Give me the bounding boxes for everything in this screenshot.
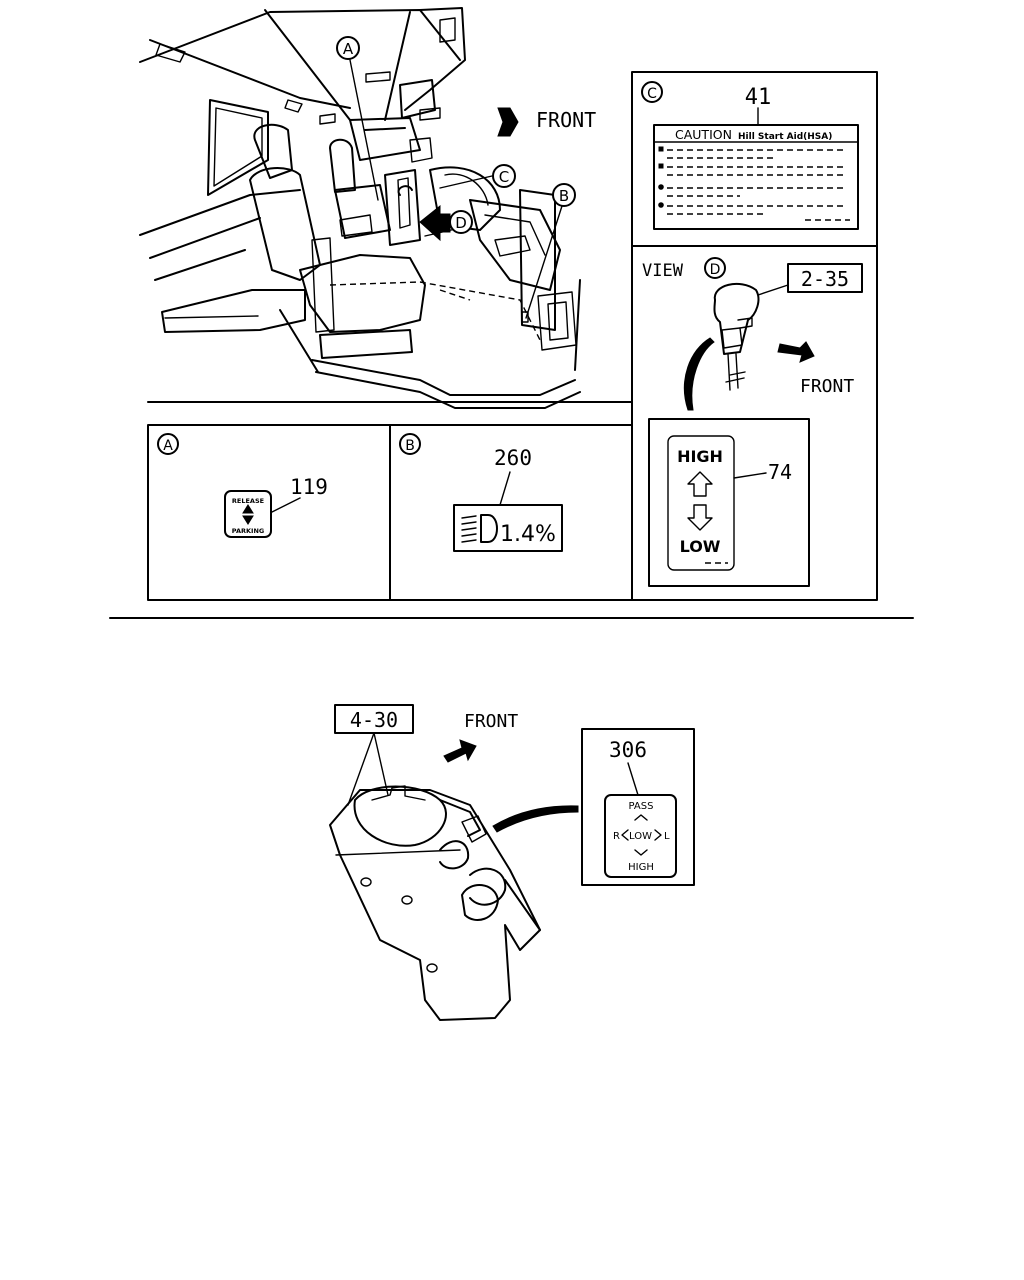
front-arrow-view-d-icon	[777, 341, 815, 363]
caution-title: CAUTION	[675, 127, 732, 142]
part-number-74: 74	[768, 460, 792, 484]
dimmer-l-text: L	[664, 831, 670, 842]
down-arrow-icon	[687, 504, 713, 531]
chevron-down-icon	[634, 849, 648, 856]
callout-c-illustration: C	[492, 164, 516, 188]
svg-text:A: A	[343, 40, 354, 58]
curved-arrow-icon	[684, 337, 715, 411]
dimmer-switch-label: PASS R LOW L HIGH	[604, 794, 677, 878]
up-down-arrow-icon	[242, 504, 254, 525]
svg-text:B: B	[405, 438, 415, 454]
view-d-label: VIEW	[642, 261, 684, 281]
parking-text: PARKING	[232, 527, 264, 535]
chevron-right-icon	[654, 829, 662, 841]
panel-b-callout: B	[399, 433, 421, 455]
panel-a-callout: A	[157, 433, 179, 455]
curved-leader-icon	[492, 805, 579, 833]
shift-knob-drawing	[713, 282, 760, 391]
panel-b-frame	[389, 424, 633, 601]
low-text: LOW	[680, 537, 721, 556]
parking-brake-label: RELEASE PARKING	[224, 490, 272, 538]
chevron-up-icon	[634, 814, 648, 821]
dimmer-r-text: R	[613, 831, 620, 842]
callout-d-illustration: D	[449, 210, 473, 234]
combination-switch-drawing	[329, 785, 541, 1021]
part-number-41: 41	[745, 85, 772, 110]
front-arrow-icon	[497, 107, 519, 137]
pass-text: PASS	[629, 801, 654, 812]
svg-text:C: C	[647, 86, 657, 102]
high-text-dimmer: HIGH	[628, 862, 654, 873]
svg-text:D: D	[455, 214, 467, 232]
svg-text:B: B	[559, 187, 569, 205]
svg-text:C: C	[499, 168, 509, 186]
part-box-2-35	[787, 263, 863, 293]
dimmer-label-frame	[581, 728, 695, 886]
headlight-value: 1.4%	[500, 522, 556, 547]
release-text: RELEASE	[232, 497, 264, 505]
part-number-119: 119	[290, 475, 328, 499]
front-label-bottom: FRONT	[464, 711, 518, 732]
high-low-label-frame	[648, 418, 810, 587]
panel-c-frame	[631, 71, 878, 601]
headlight-leveling-label: 1.4%	[453, 504, 563, 552]
high-low-label: HIGH LOW	[667, 435, 735, 571]
callout-a-illustration: A	[336, 36, 360, 60]
cab-interior-illustration	[139, 7, 581, 409]
svg-text:D: D	[710, 262, 721, 278]
part-number-260: 260	[494, 446, 532, 470]
part-number-306: 306	[609, 738, 647, 762]
front-arrow-bottom-icon	[443, 739, 477, 763]
dimmer-low-text: LOW	[629, 831, 652, 842]
part-number-4-30: 4-30	[350, 708, 398, 732]
svg-text:A: A	[163, 438, 173, 454]
up-arrow-icon	[687, 471, 713, 497]
panel-a-frame	[147, 424, 391, 601]
callout-b-illustration: B	[552, 183, 576, 207]
headlight-icon	[461, 514, 498, 543]
high-text: HIGH	[677, 447, 723, 466]
caution-label: CAUTION Hill Start Aid(HSA)	[653, 124, 859, 230]
chevron-left-icon	[621, 829, 629, 841]
part-number-2-35: 2-35	[801, 267, 849, 291]
front-label-main: FRONT	[536, 108, 596, 132]
caution-subtitle: Hill Start Aid(HSA)	[738, 132, 832, 142]
view-d-callout: D	[704, 257, 726, 279]
front-label-view-d: FRONT	[800, 376, 854, 397]
panel-c-callout: C	[641, 81, 663, 103]
